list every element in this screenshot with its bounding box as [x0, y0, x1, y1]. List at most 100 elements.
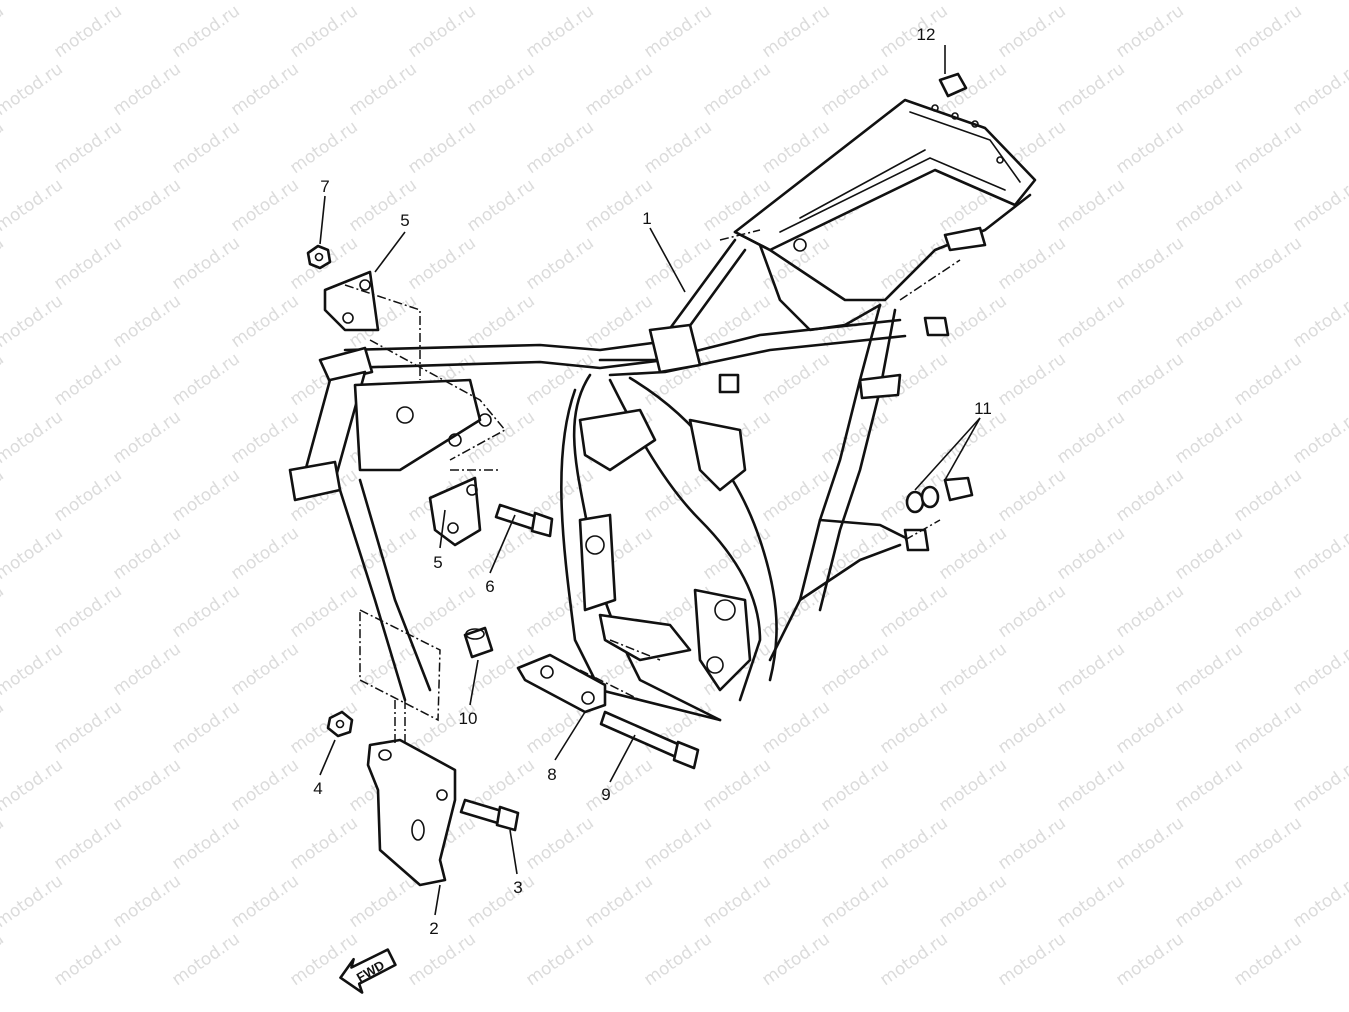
watermark-text: motod.ru	[50, 581, 125, 642]
watermark-text: motod.ru	[227, 755, 302, 816]
watermark-text: motod.ru	[758, 697, 833, 758]
watermark-text: motod.ru	[0, 755, 67, 816]
watermark-text: motod.ru	[1230, 929, 1305, 990]
callout-5-lower: 5	[433, 553, 442, 572]
watermark-text: motod.ru	[0, 639, 67, 700]
watermark-text: motod.ru	[0, 465, 8, 526]
grommet-12	[938, 72, 968, 98]
watermark-text: motod.ru	[0, 407, 67, 468]
watermark-text: motod.ru	[50, 233, 125, 294]
watermark-text: motod.ru	[581, 871, 656, 932]
watermark-text: motod.ru	[1053, 0, 1128, 4]
watermark-text: motod.ru	[758, 465, 833, 526]
watermark-text: motod.ru	[1112, 1, 1187, 62]
callout-7: 7	[320, 177, 329, 196]
watermark-text: motod.ru	[1112, 581, 1187, 642]
watermark-text: motod.ru	[109, 0, 184, 4]
watermark-text: motod.ru	[1053, 523, 1128, 584]
watermark-text: motod.ru	[1053, 871, 1128, 932]
watermark-text: motod.ru	[994, 581, 1069, 642]
watermark-text: motod.ru	[522, 1, 597, 62]
watermark-text: motod.ru	[994, 233, 1069, 294]
watermark-text: motod.ru	[0, 291, 67, 352]
watermark-text: motod.ru	[1230, 813, 1305, 874]
callout-8: 8	[547, 765, 556, 784]
watermark-text: motod.ru	[1112, 117, 1187, 178]
watermark-text: motod.ru	[463, 291, 538, 352]
watermark-text: motod.ru	[1171, 755, 1246, 816]
watermark-text: motod.ru	[1230, 697, 1305, 758]
watermark-text: motod.ru	[227, 59, 302, 120]
watermark-text: motod.ru	[1230, 117, 1305, 178]
watermark-text: motod.ru	[0, 1, 8, 62]
watermark-text: motod.ru	[109, 639, 184, 700]
watermark-text: motod.ru	[1230, 465, 1305, 526]
watermark-text: motod.ru	[0, 697, 8, 758]
watermark-text: motod.ru	[581, 0, 656, 4]
watermark-text: motod.ru	[935, 0, 1010, 4]
watermark-text: motod.ru	[758, 581, 833, 642]
watermark-text: motod.ru	[876, 929, 951, 990]
watermark-text: motod.ru	[1289, 175, 1349, 236]
watermark-text: motod.ru	[227, 871, 302, 932]
watermark-text: motod.ru	[640, 1, 715, 62]
watermark-text: motod.ru	[699, 0, 774, 4]
watermark-text: motod.ru	[50, 1, 125, 62]
washer-11a	[905, 490, 925, 514]
watermark-text: motod.ru	[1171, 639, 1246, 700]
watermark-text: motod.ru	[0, 59, 67, 120]
watermark-text: motod.ru	[227, 407, 302, 468]
watermark-text: motod.ru	[404, 117, 479, 178]
watermark-text: motod.ru	[0, 349, 8, 410]
watermark-text: motod.ru	[463, 59, 538, 120]
watermark-text: motod.ru	[168, 465, 243, 526]
watermark-text: motod.ru	[994, 929, 1069, 990]
watermark-text: motod.ru	[50, 697, 125, 758]
watermark-text: motod.ru	[50, 465, 125, 526]
main-frame	[288, 98, 1037, 722]
watermark-text: motod.ru	[404, 233, 479, 294]
watermark-text: motod.ru	[758, 813, 833, 874]
watermark-text: motod.ru	[286, 581, 361, 642]
watermark-text: motod.ru	[1171, 523, 1246, 584]
watermark-text: motod.ru	[1053, 639, 1128, 700]
watermark-text: motod.ru	[758, 1, 833, 62]
watermark-text: motod.ru	[286, 813, 361, 874]
watermark-text: motod.ru	[699, 871, 774, 932]
watermark-text: motod.ru	[286, 1, 361, 62]
watermark-text: motod.ru	[345, 871, 420, 932]
engine-bracket-2	[366, 738, 457, 887]
watermark-text: motod.ru	[817, 59, 892, 120]
watermark-text: motod.ru	[994, 813, 1069, 874]
watermark-text: motod.ru	[581, 59, 656, 120]
watermark-text: motod.ru	[109, 755, 184, 816]
watermark-text: motod.ru	[1289, 871, 1349, 932]
collar-10	[463, 626, 494, 659]
forward-arrow-icon: FWD	[339, 948, 397, 994]
watermark-text: motod.ru	[1230, 233, 1305, 294]
watermark-text: motod.ru	[50, 813, 125, 874]
watermark-text: motod.ru	[758, 349, 833, 410]
callout-labels: 12 1 7 5 11 5 6 10 4 8 9 3 2	[313, 25, 992, 938]
watermark-text: motod.ru	[994, 1, 1069, 62]
watermark-text: motod.ru	[1289, 755, 1349, 816]
watermark-text: motod.ru	[935, 755, 1010, 816]
watermark-text: motod.ru	[522, 813, 597, 874]
watermark-text: motod.ru	[227, 175, 302, 236]
watermark-text: motod.ru	[522, 117, 597, 178]
watermark-text: motod.ru	[1112, 697, 1187, 758]
watermark-text: motod.ru	[1171, 0, 1246, 4]
callout-12: 12	[917, 25, 936, 44]
callout-5-upper: 5	[400, 211, 409, 230]
callout-6: 6	[485, 577, 494, 596]
engine-hanger-8	[516, 653, 607, 714]
watermark-text: motod.ru	[109, 59, 184, 120]
callout-2: 2	[429, 919, 438, 938]
watermark-text: motod.ru	[1230, 581, 1305, 642]
watermark-text: motod.ru	[109, 407, 184, 468]
watermark-text: motod.ru	[463, 175, 538, 236]
watermark-text: motod.ru	[1289, 523, 1349, 584]
watermark-text: motod.ru	[817, 755, 892, 816]
bolt-3	[459, 798, 520, 832]
